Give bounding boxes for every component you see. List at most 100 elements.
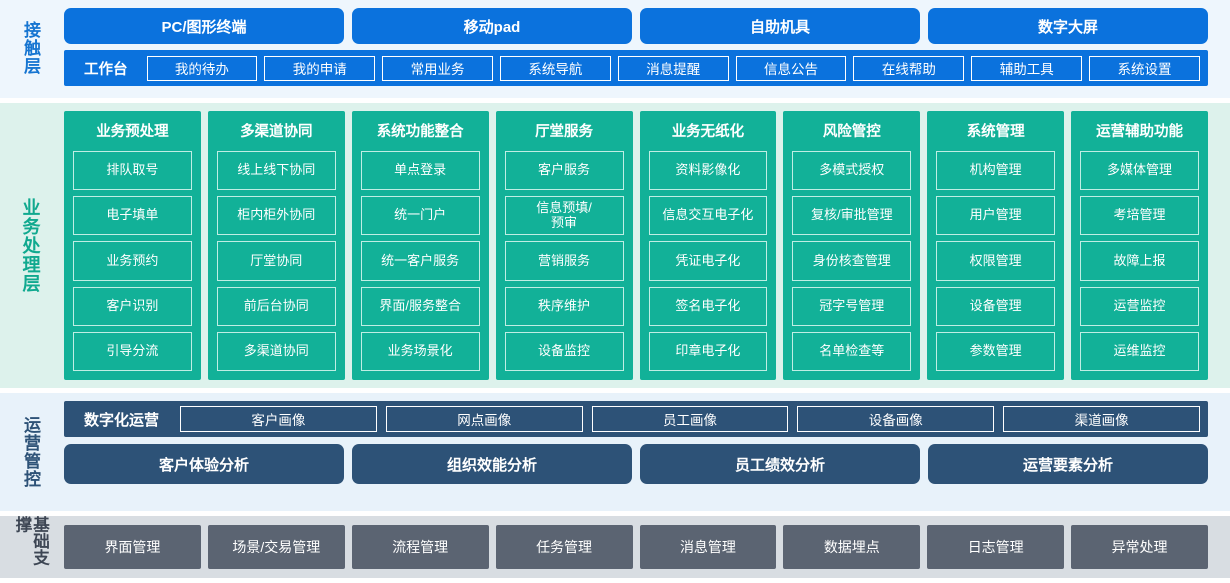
business-cell[interactable]: 引导分流 — [73, 331, 192, 372]
analysis-customer-experience[interactable]: 客户体验分析 — [64, 444, 344, 484]
digital-operation-row: 数字化运营 客户画像 网点画像 员工画像 设备画像 渠道画像 — [64, 401, 1208, 437]
workbench-item-message-alert[interactable]: 消息提醒 — [617, 55, 729, 81]
business-column-preprocess: 业务预处理 排队取号 电子填单 业务预约 客户识别 引导分流 — [64, 111, 201, 380]
layer-business: 业务处理层 业务预处理 排队取号 电子填单 业务预约 客户识别 引导分流 多渠道… — [0, 103, 1230, 388]
portrait-device[interactable]: 设备画像 — [797, 406, 995, 432]
foundation-log-management[interactable]: 日志管理 — [927, 525, 1065, 569]
business-cell[interactable]: 信息预填/ 预审 — [504, 196, 624, 236]
column-title: 业务预处理 — [96, 124, 169, 140]
layer-contact: 接触层 PC/图形终端 移动pad 自助机具 数字大屏 工作台 我的待办 我的申… — [0, 0, 1230, 98]
business-cell[interactable]: 权限管理 — [936, 241, 1056, 281]
business-cell[interactable]: 单点登录 — [360, 151, 480, 191]
band-divider-3 — [0, 511, 1230, 516]
channel-digital-screen[interactable]: 数字大屏 — [928, 8, 1208, 44]
analysis-row: 客户体验分析 组织效能分析 员工绩效分析 运营要素分析 — [64, 444, 1208, 484]
channel-mobile-pad[interactable]: 移动pad — [352, 8, 632, 44]
business-cell[interactable]: 界面/服务整合 — [360, 286, 480, 326]
foundation-message-management[interactable]: 消息管理 — [639, 525, 777, 569]
business-cell[interactable]: 印章电子化 — [648, 331, 768, 372]
workbench-row: 工作台 我的待办 我的申请 常用业务 系统导航 消息提醒 信息公告 在线帮助 辅… — [64, 50, 1208, 86]
foundation-ui-management[interactable]: 界面管理 — [64, 525, 201, 569]
layer-operations-label: 运营管控 — [21, 416, 41, 488]
workbench-item-common-business[interactable]: 常用业务 — [382, 55, 493, 81]
business-cell[interactable]: 客户服务 — [504, 151, 624, 191]
business-cell[interactable]: 运营监控 — [1080, 286, 1199, 326]
business-cell[interactable]: 前后台协同 — [216, 286, 336, 326]
foundation-row: 界面管理 场景/交易管理 流程管理 任务管理 消息管理 数据埋点 日志管理 异常… — [64, 525, 1208, 569]
business-cell[interactable]: 身份核查管理 — [792, 241, 912, 281]
business-cell[interactable]: 业务预约 — [73, 241, 192, 281]
layer-foundation-body: 界面管理 场景/交易管理 流程管理 任务管理 消息管理 数据埋点 日志管理 异常… — [60, 516, 1230, 578]
layer-business-label: 业务处理层 — [20, 198, 41, 293]
business-cell[interactable]: 信息交互电子化 — [648, 196, 768, 236]
channel-row: PC/图形终端 移动pad 自助机具 数字大屏 — [64, 8, 1208, 44]
business-cell[interactable]: 排队取号 — [73, 151, 192, 191]
portrait-employee[interactable]: 员工画像 — [591, 406, 789, 432]
business-cell[interactable]: 运维监控 — [1080, 331, 1199, 372]
business-cell[interactable]: 复核/审批管理 — [792, 196, 912, 236]
layer-operations-body: 数字化运营 客户画像 网点画像 员工画像 设备画像 渠道画像 客户体验分析 组织… — [60, 393, 1230, 511]
analysis-organization-efficiency[interactable]: 组织效能分析 — [352, 444, 632, 484]
foundation-data-tracking[interactable]: 数据埋点 — [783, 525, 921, 569]
workbench-item-my-todo[interactable]: 我的待办 — [146, 55, 258, 81]
column-title: 厅堂服务 — [535, 124, 594, 140]
business-column-operation-support: 运营辅助功能 多媒体管理 考培管理 故障上报 运营监控 运维监控 — [1071, 111, 1208, 380]
business-cell[interactable]: 签名电子化 — [648, 286, 768, 326]
business-cell[interactable]: 秩序维护 — [504, 286, 624, 326]
foundation-exception-handling[interactable]: 异常处理 — [1071, 525, 1208, 569]
column-title: 风险管控 — [822, 124, 881, 140]
portrait-channel[interactable]: 渠道画像 — [1003, 406, 1200, 432]
layer-contact-body: PC/图形终端 移动pad 自助机具 数字大屏 工作台 我的待办 我的申请 常用… — [60, 2, 1230, 94]
business-cell[interactable]: 统一门户 — [360, 196, 480, 236]
portrait-branch[interactable]: 网点画像 — [385, 406, 583, 432]
business-cell[interactable]: 柜内柜外协同 — [216, 196, 336, 236]
analysis-operation-factors[interactable]: 运营要素分析 — [928, 444, 1208, 484]
foundation-scenario-transaction-management[interactable]: 场景/交易管理 — [207, 525, 345, 569]
business-cell[interactable]: 多渠道协同 — [216, 331, 336, 372]
workbench-item-system-navigation[interactable]: 系统导航 — [499, 55, 611, 81]
business-cell[interactable]: 设备管理 — [936, 286, 1056, 326]
business-column-system-integration: 系统功能整合 单点登录 统一门户 统一客户服务 界面/服务整合 业务场景化 — [351, 111, 489, 380]
workbench-item-system-settings[interactable]: 系统设置 — [1089, 55, 1200, 81]
layer-contact-label: 接触层 — [21, 21, 41, 75]
column-title: 运营辅助功能 — [1096, 124, 1184, 140]
business-cell[interactable]: 考培管理 — [1080, 196, 1199, 236]
business-cell[interactable]: 统一客户服务 — [360, 241, 480, 281]
business-column-risk-control: 风险管控 多模式授权 复核/审批管理 身份核查管理 冠字号管理 名单检查等 — [783, 111, 921, 380]
workbench-item-utility-tools[interactable]: 辅助工具 — [971, 55, 1083, 81]
business-cell[interactable]: 多模式授权 — [792, 151, 912, 191]
workbench-item-announcement[interactable]: 信息公告 — [735, 55, 847, 81]
workbench-label: 工作台 — [84, 61, 128, 78]
foundation-process-management[interactable]: 流程管理 — [351, 525, 489, 569]
business-cell[interactable]: 多媒体管理 — [1080, 151, 1199, 191]
business-cell[interactable]: 凭证电子化 — [648, 241, 768, 281]
workbench-item-online-help[interactable]: 在线帮助 — [853, 55, 965, 81]
business-cell[interactable]: 营销服务 — [504, 241, 624, 281]
business-column-paperless: 业务无纸化 资料影像化 信息交互电子化 凭证电子化 签名电子化 印章电子化 — [639, 111, 777, 380]
portrait-customer[interactable]: 客户画像 — [180, 406, 377, 432]
business-cell[interactable]: 业务场景化 — [360, 331, 480, 372]
business-cell[interactable]: 电子填单 — [73, 196, 192, 236]
business-cell[interactable]: 参数管理 — [936, 331, 1056, 372]
business-cell[interactable]: 客户识别 — [73, 286, 192, 326]
business-cell[interactable]: 机构管理 — [936, 151, 1056, 191]
workbench-item-my-application[interactable]: 我的申请 — [264, 55, 376, 81]
business-cell[interactable]: 资料影像化 — [648, 151, 768, 191]
layer-operations: 运营管控 数字化运营 客户画像 网点画像 员工画像 设备画像 渠道画像 客户体验… — [0, 393, 1230, 511]
analysis-employee-performance[interactable]: 员工绩效分析 — [640, 444, 920, 484]
channel-self-service[interactable]: 自助机具 — [640, 8, 920, 44]
business-cell[interactable]: 名单检查等 — [792, 331, 912, 372]
business-column-system-management: 系统管理 机构管理 用户管理 权限管理 设备管理 参数管理 — [927, 111, 1065, 380]
band-divider-1 — [0, 98, 1230, 103]
business-cell[interactable]: 用户管理 — [936, 196, 1056, 236]
business-columns: 业务预处理 排队取号 电子填单 业务预约 客户识别 引导分流 多渠道协同 线上线… — [64, 111, 1208, 380]
channel-pc[interactable]: PC/图形终端 — [64, 8, 344, 44]
layer-business-body: 业务预处理 排队取号 电子填单 业务预约 客户识别 引导分流 多渠道协同 线上线… — [60, 103, 1230, 388]
business-cell[interactable]: 故障上报 — [1080, 241, 1199, 281]
business-cell[interactable]: 厅堂协同 — [216, 241, 336, 281]
business-cell[interactable]: 冠字号管理 — [792, 286, 912, 326]
business-cell[interactable]: 线上线下协同 — [216, 151, 336, 191]
foundation-task-management[interactable]: 任务管理 — [495, 525, 633, 569]
business-cell[interactable]: 设备监控 — [504, 331, 624, 372]
